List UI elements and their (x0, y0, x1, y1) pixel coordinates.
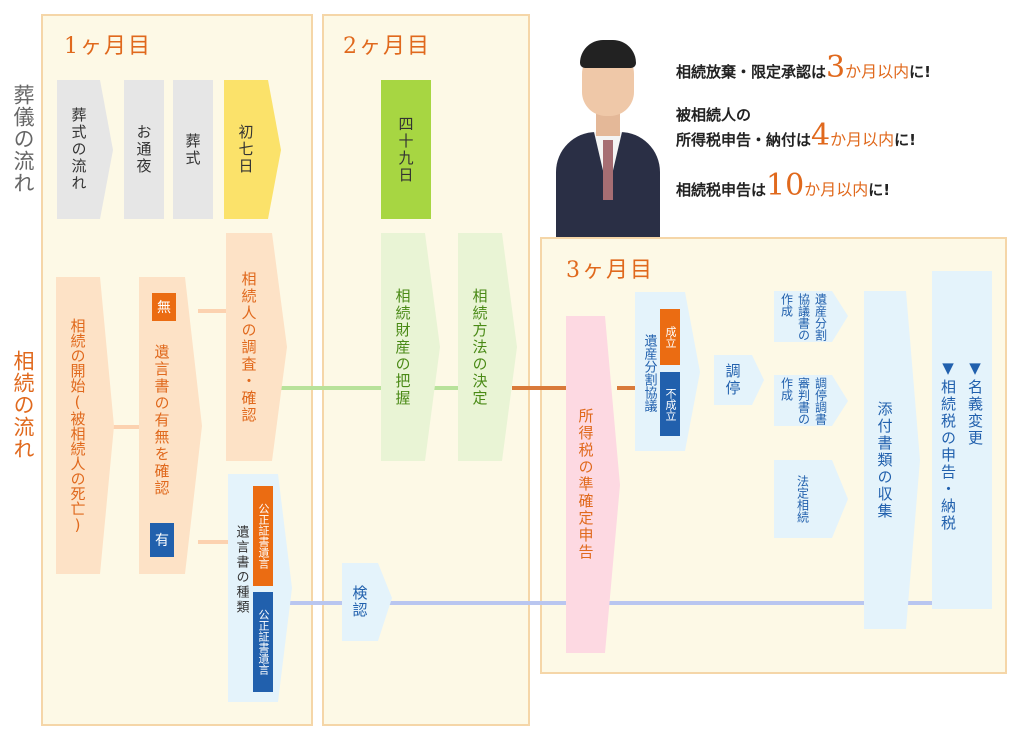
shape-method (458, 233, 517, 461)
step-wake: お通夜 (134, 124, 153, 175)
step-asset-grasp: 相続財産の把握 (393, 287, 412, 407)
person-photo (548, 22, 668, 237)
shape-wake (124, 80, 164, 219)
tag-notarized-2: 公正証書遺言 (253, 592, 273, 692)
shape-funeral (173, 80, 213, 219)
final-tax-filing: ▼相続税の申告・納税 (939, 359, 957, 532)
info-2-post: に! (894, 131, 916, 149)
info-line-1: 相続放棄・限定承認は3か月以内に! (676, 50, 931, 85)
step-division-talks: 遺産分割協議 (641, 333, 657, 412)
month-1-title: 1ヶ月目 (64, 34, 152, 59)
final-name-change: ▼名義変更 (966, 359, 984, 447)
shape-division (635, 292, 700, 451)
shape-med-doc (774, 375, 848, 426)
info-1-pre: 相続放棄・限定承認は (676, 63, 827, 81)
step-mediation: 調停 (723, 363, 742, 397)
info-2-num: 4 (811, 118, 831, 153)
info-line-2: 所得税申告・納付は4か月以内に! (676, 118, 916, 153)
shape-heir (226, 233, 287, 461)
shape-49 (381, 80, 431, 219)
line-peach-3 (198, 540, 228, 544)
shape-asset (381, 233, 440, 461)
step-funeral-flow: 葬式の流れ (69, 107, 88, 192)
shape-tax (566, 316, 620, 653)
info-line-2a: 被相続人の (676, 106, 752, 124)
shape-probate (342, 563, 392, 641)
step-start: 相続の開始(被相続人の死亡) (68, 317, 87, 534)
step-method-decision: 相続方法の決定 (470, 287, 489, 407)
info-1-post: に! (909, 63, 931, 81)
side-label-funeral: 葬儀の流れ (11, 84, 35, 194)
info-2-pre: 所得税申告・納付は (676, 131, 812, 149)
month-2-title: 2ヶ月目 (343, 34, 431, 59)
shape-mediation (714, 355, 764, 405)
step-final-items: ▼名義変更 ▼相続税の申告・納税 (932, 271, 992, 609)
shape-start (56, 277, 114, 574)
info-1-unit: か月以内 (845, 62, 910, 81)
shape-flow (57, 80, 113, 219)
step-probate: 検認 (350, 585, 369, 619)
line-green (278, 386, 388, 390)
step-statutory: 法定相続 (795, 475, 810, 523)
step-will-types: 遺言書の種類 (233, 525, 249, 615)
step-funeral: 葬式 (183, 132, 202, 167)
info-3-post: に! (868, 181, 891, 199)
shape-seventh (224, 80, 281, 219)
tag-not-established: 不成立 (660, 372, 680, 436)
shape-collect (864, 291, 920, 629)
shape-will-check (139, 277, 202, 574)
step-agreement-doc: 遺産分割協議書の作成 (779, 293, 828, 341)
info-3-num: 10 (766, 168, 805, 203)
tag-exists: 有 (150, 523, 174, 557)
side-label-inheritance: 相続の流れ (11, 350, 35, 460)
info-2-unit: か月以内 (830, 130, 895, 149)
shape-agreement (774, 291, 848, 342)
line-peach-1 (112, 425, 142, 429)
info-1-num: 3 (826, 50, 846, 85)
step-collect-docs: 添付書類の収集 (875, 400, 894, 520)
tag-none: 無 (152, 293, 176, 321)
tag-notarized-1: 公正証書遺言 (253, 486, 273, 586)
line-orange-2 (617, 386, 637, 390)
info-line-3: 相続税申告は10か月以内に! (676, 168, 890, 203)
info-3-unit: か月以内 (804, 180, 869, 199)
line-blue (290, 601, 935, 605)
shape-will-types (228, 474, 292, 702)
step-heir-survey: 相続人の調査・確認 (239, 270, 258, 424)
shape-statutory (774, 460, 848, 538)
line-orange (512, 386, 567, 390)
step-seventh-day: 初七日 (236, 124, 255, 175)
info-3-pre: 相続税申告は (676, 181, 767, 199)
month-3-title: 3ヶ月目 (566, 258, 654, 283)
line-peach-2 (198, 309, 228, 313)
step-mediation-doc: 調停調書審判書の作成 (779, 377, 828, 425)
tag-established: 成立 (660, 309, 680, 365)
line-green-2 (425, 386, 465, 390)
shape-final (932, 271, 992, 609)
step-forty-ninth-day: 四十九日 (396, 115, 415, 184)
step-tax-return: 所得税の準確定申告 (576, 408, 595, 561)
step-will-check: 遺言書の有無を確認 (152, 343, 171, 497)
